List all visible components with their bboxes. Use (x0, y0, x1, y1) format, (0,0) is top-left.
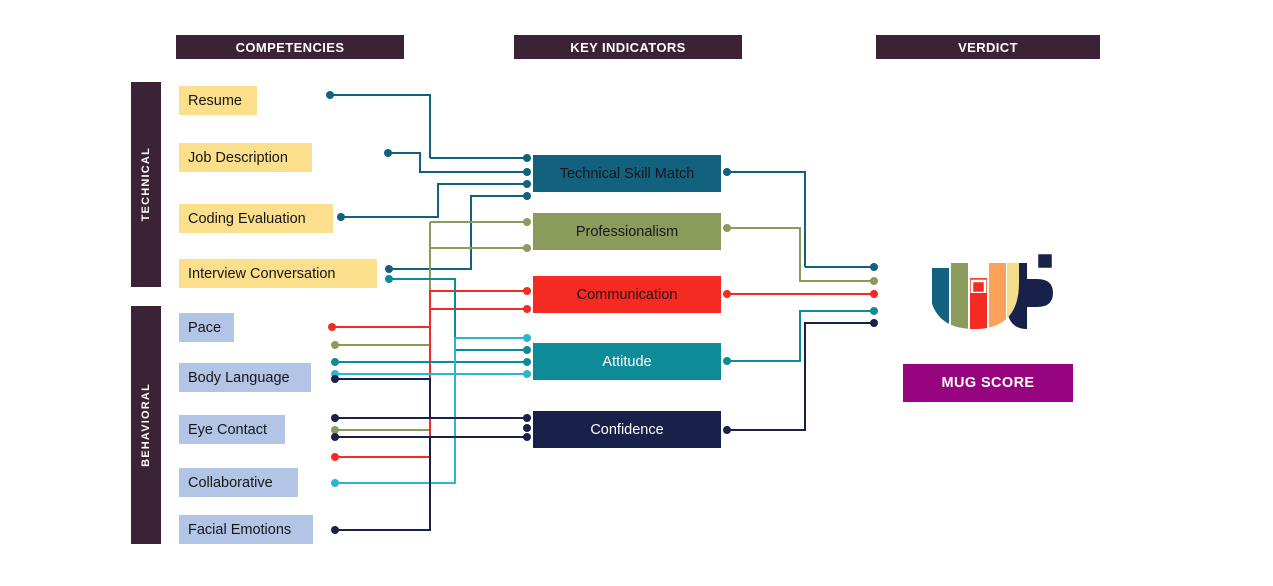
indicator-technical-skill-match[interactable]: Technical Skill Match (533, 155, 721, 192)
mug-score-badge[interactable]: MUG SCORE (903, 364, 1073, 402)
competency-chip-interview-conversation[interactable]: Interview Conversation (179, 259, 377, 288)
mug-analytics-logo-icon (932, 251, 1055, 329)
group-rail-behavioral: BEHAVIORAL (131, 306, 161, 544)
competency-chip-coding-evaluation[interactable]: Coding Evaluation (179, 204, 333, 233)
group-rail-technical-label: TECHNICAL (140, 147, 152, 222)
column-header-key-indicators: KEY INDICATORS (514, 35, 742, 59)
competency-chip-collaborative[interactable]: Collaborative (179, 468, 298, 497)
competency-chip-job-description[interactable]: Job Description (179, 143, 312, 172)
column-header-verdict: VERDICT (876, 35, 1100, 59)
competency-chip-facial-emotions[interactable]: Facial Emotions (179, 515, 313, 544)
indicator-attitude[interactable]: Attitude (533, 343, 721, 380)
indicator-confidence[interactable]: Confidence (533, 411, 721, 448)
indicator-professionalism[interactable]: Professionalism (533, 213, 721, 250)
competency-chip-eye-contact[interactable]: Eye Contact (179, 415, 285, 444)
competency-chip-body-language[interactable]: Body Language (179, 363, 311, 392)
indicator-communication[interactable]: Communication (533, 276, 721, 313)
column-header-competencies: COMPETENCIES (176, 35, 404, 59)
competency-chip-pace[interactable]: Pace (179, 313, 234, 342)
group-rail-behavioral-label: BEHAVIORAL (140, 383, 152, 467)
competency-chip-resume[interactable]: Resume (179, 86, 257, 115)
group-rail-technical: TECHNICAL (131, 82, 161, 287)
